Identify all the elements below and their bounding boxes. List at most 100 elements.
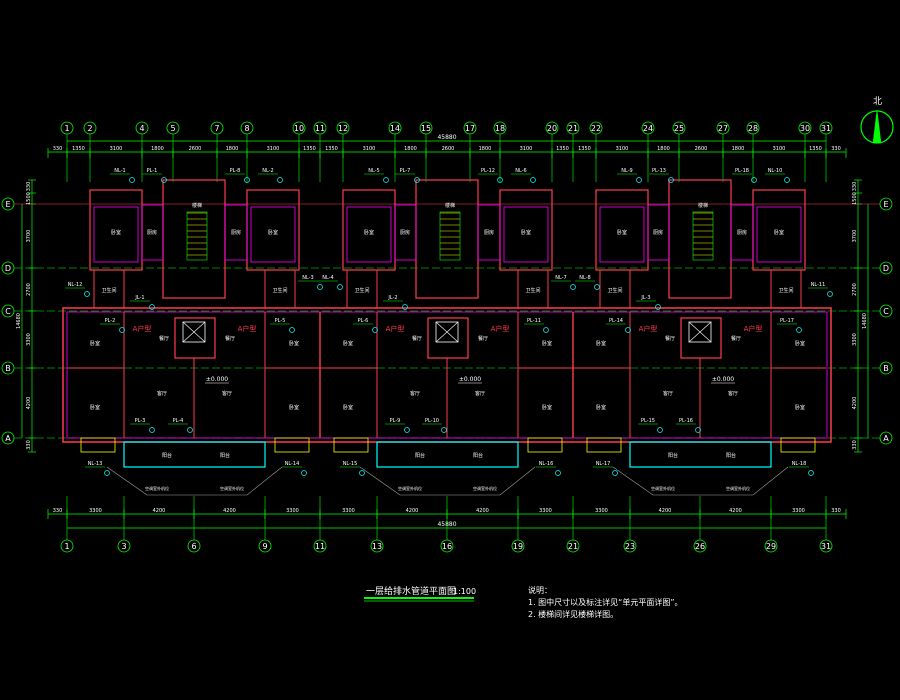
row-axis-label: D — [883, 264, 889, 273]
pipe-tag: PL-2 — [105, 318, 116, 324]
pipe-riser — [555, 470, 561, 476]
pipe-tag: PL-3 — [135, 418, 146, 424]
axis-label: 18 — [495, 124, 505, 133]
pipe-riser — [796, 327, 802, 333]
axis-label: 8 — [244, 124, 249, 133]
top-dim-label: 1350 — [72, 146, 85, 152]
elevator-car — [182, 321, 206, 343]
scale-text: 1:100 — [453, 587, 476, 596]
pipe-riser — [441, 427, 447, 433]
pipe-riser — [161, 177, 167, 183]
top-total-dim-label: 45880 — [437, 134, 456, 141]
axis-bubble — [258, 539, 272, 553]
row-axis-label: B — [5, 364, 11, 373]
axis-bubble — [336, 121, 350, 135]
axis-label: 25 — [674, 124, 684, 133]
stair-core — [162, 179, 226, 299]
axis-label: 23 — [625, 542, 635, 551]
bottom-dim-label: 3300 — [286, 508, 299, 514]
bottom-dim-label: 330 — [831, 508, 841, 514]
axis-bubble — [493, 121, 507, 135]
axis-label: 26 — [695, 542, 705, 551]
side-dim-label: 3300 — [26, 333, 32, 346]
top-dim-label: 3100 — [773, 146, 786, 152]
axis-label: 1 — [64, 542, 69, 551]
row-axis-bubble — [879, 361, 893, 375]
elevator-x — [688, 321, 712, 343]
stair-core — [668, 179, 732, 299]
room-label: 客厅 — [728, 390, 738, 397]
room-label: 卧室 — [521, 229, 531, 236]
room-label: 客厅 — [222, 390, 232, 397]
top-dim-label: 330 — [831, 146, 841, 152]
top-dim-label: 1350 — [809, 146, 822, 152]
room-label: 楼梯 — [445, 202, 455, 209]
unit-type-label: A户型 — [744, 324, 763, 333]
axis-bubble — [511, 539, 525, 553]
axis-bubble — [370, 539, 384, 553]
pipe-tag: NL-6 — [515, 168, 526, 174]
pipe-riser — [414, 177, 420, 183]
axis-bubble — [60, 539, 74, 553]
level-mark: ±0.000 — [459, 376, 481, 383]
bottom-dim-label: 4200 — [223, 508, 236, 514]
bottom-dim-label: 4200 — [659, 508, 672, 514]
room-label: 阳台 — [162, 452, 172, 459]
pipe-riser — [359, 470, 365, 476]
pipe-riser — [612, 470, 618, 476]
bedroom-inner — [346, 206, 392, 263]
ac-ledge — [527, 437, 563, 453]
axis-bubble — [566, 539, 580, 553]
room-label: 卫生间 — [354, 287, 369, 294]
bottom-dim-label: 4200 — [476, 508, 489, 514]
room-label: 阳台 — [473, 452, 483, 459]
elevator-car — [435, 321, 459, 343]
top-dim-label: 330 — [53, 146, 63, 152]
side-dim-label: 1500 — [852, 192, 858, 205]
pipe-riser — [808, 470, 814, 476]
stair-flight — [439, 211, 461, 261]
pipe-tag: NL-4 — [322, 275, 333, 281]
axis-bubble — [313, 121, 327, 135]
bottom-dim-label: 3300 — [539, 508, 552, 514]
axis-label: 31 — [821, 542, 831, 551]
pipe-riser — [402, 304, 408, 310]
side-total-dim-label: 14680 — [16, 313, 22, 329]
pipe-riser — [570, 284, 576, 290]
side-dim-label: 330 — [852, 182, 858, 192]
row-axis-bubble — [1, 261, 15, 275]
pipe-riser — [404, 427, 410, 433]
pipe-riser — [289, 327, 295, 333]
pipe-riser — [530, 177, 536, 183]
axis-bubble — [641, 121, 655, 135]
room-label: 卫生间 — [607, 287, 622, 294]
ac-ledge — [80, 437, 116, 453]
ac-ledge — [780, 437, 816, 453]
north-label: 北 — [873, 97, 883, 107]
pipe-tag: NL-18 — [792, 461, 807, 467]
axis-label: 21 — [568, 542, 578, 551]
side-dim-label: 1500 — [26, 192, 32, 205]
pipe-tag: PL-1 — [147, 168, 158, 174]
room-label: 卧室 — [343, 340, 353, 347]
ac-ledge — [586, 437, 622, 453]
row-axis-label: A — [883, 434, 889, 443]
top-dim-label: 1800 — [151, 146, 164, 152]
room-label: 空调室外机位 — [145, 485, 169, 491]
pipe-tag: PL-18 — [735, 168, 749, 174]
kitchen-box — [647, 204, 670, 261]
axis-label: 20 — [547, 124, 557, 133]
side-dim-label: 2700 — [26, 283, 32, 296]
axis-label: 29 — [766, 542, 776, 551]
row-axis-label: B — [883, 364, 889, 373]
room-label: 空调室外机位 — [398, 485, 422, 491]
pipe-tag: NL-3 — [302, 275, 313, 281]
room-label: 餐厅 — [159, 335, 169, 342]
elevator-shaft — [680, 317, 722, 359]
room-label: 餐厅 — [731, 335, 741, 342]
bottom-dim-label: 3300 — [792, 508, 805, 514]
pipe-tag: NL-12 — [68, 282, 83, 288]
bottom-dim-label: 4200 — [406, 508, 419, 514]
top-dim-label: 1800 — [732, 146, 745, 152]
